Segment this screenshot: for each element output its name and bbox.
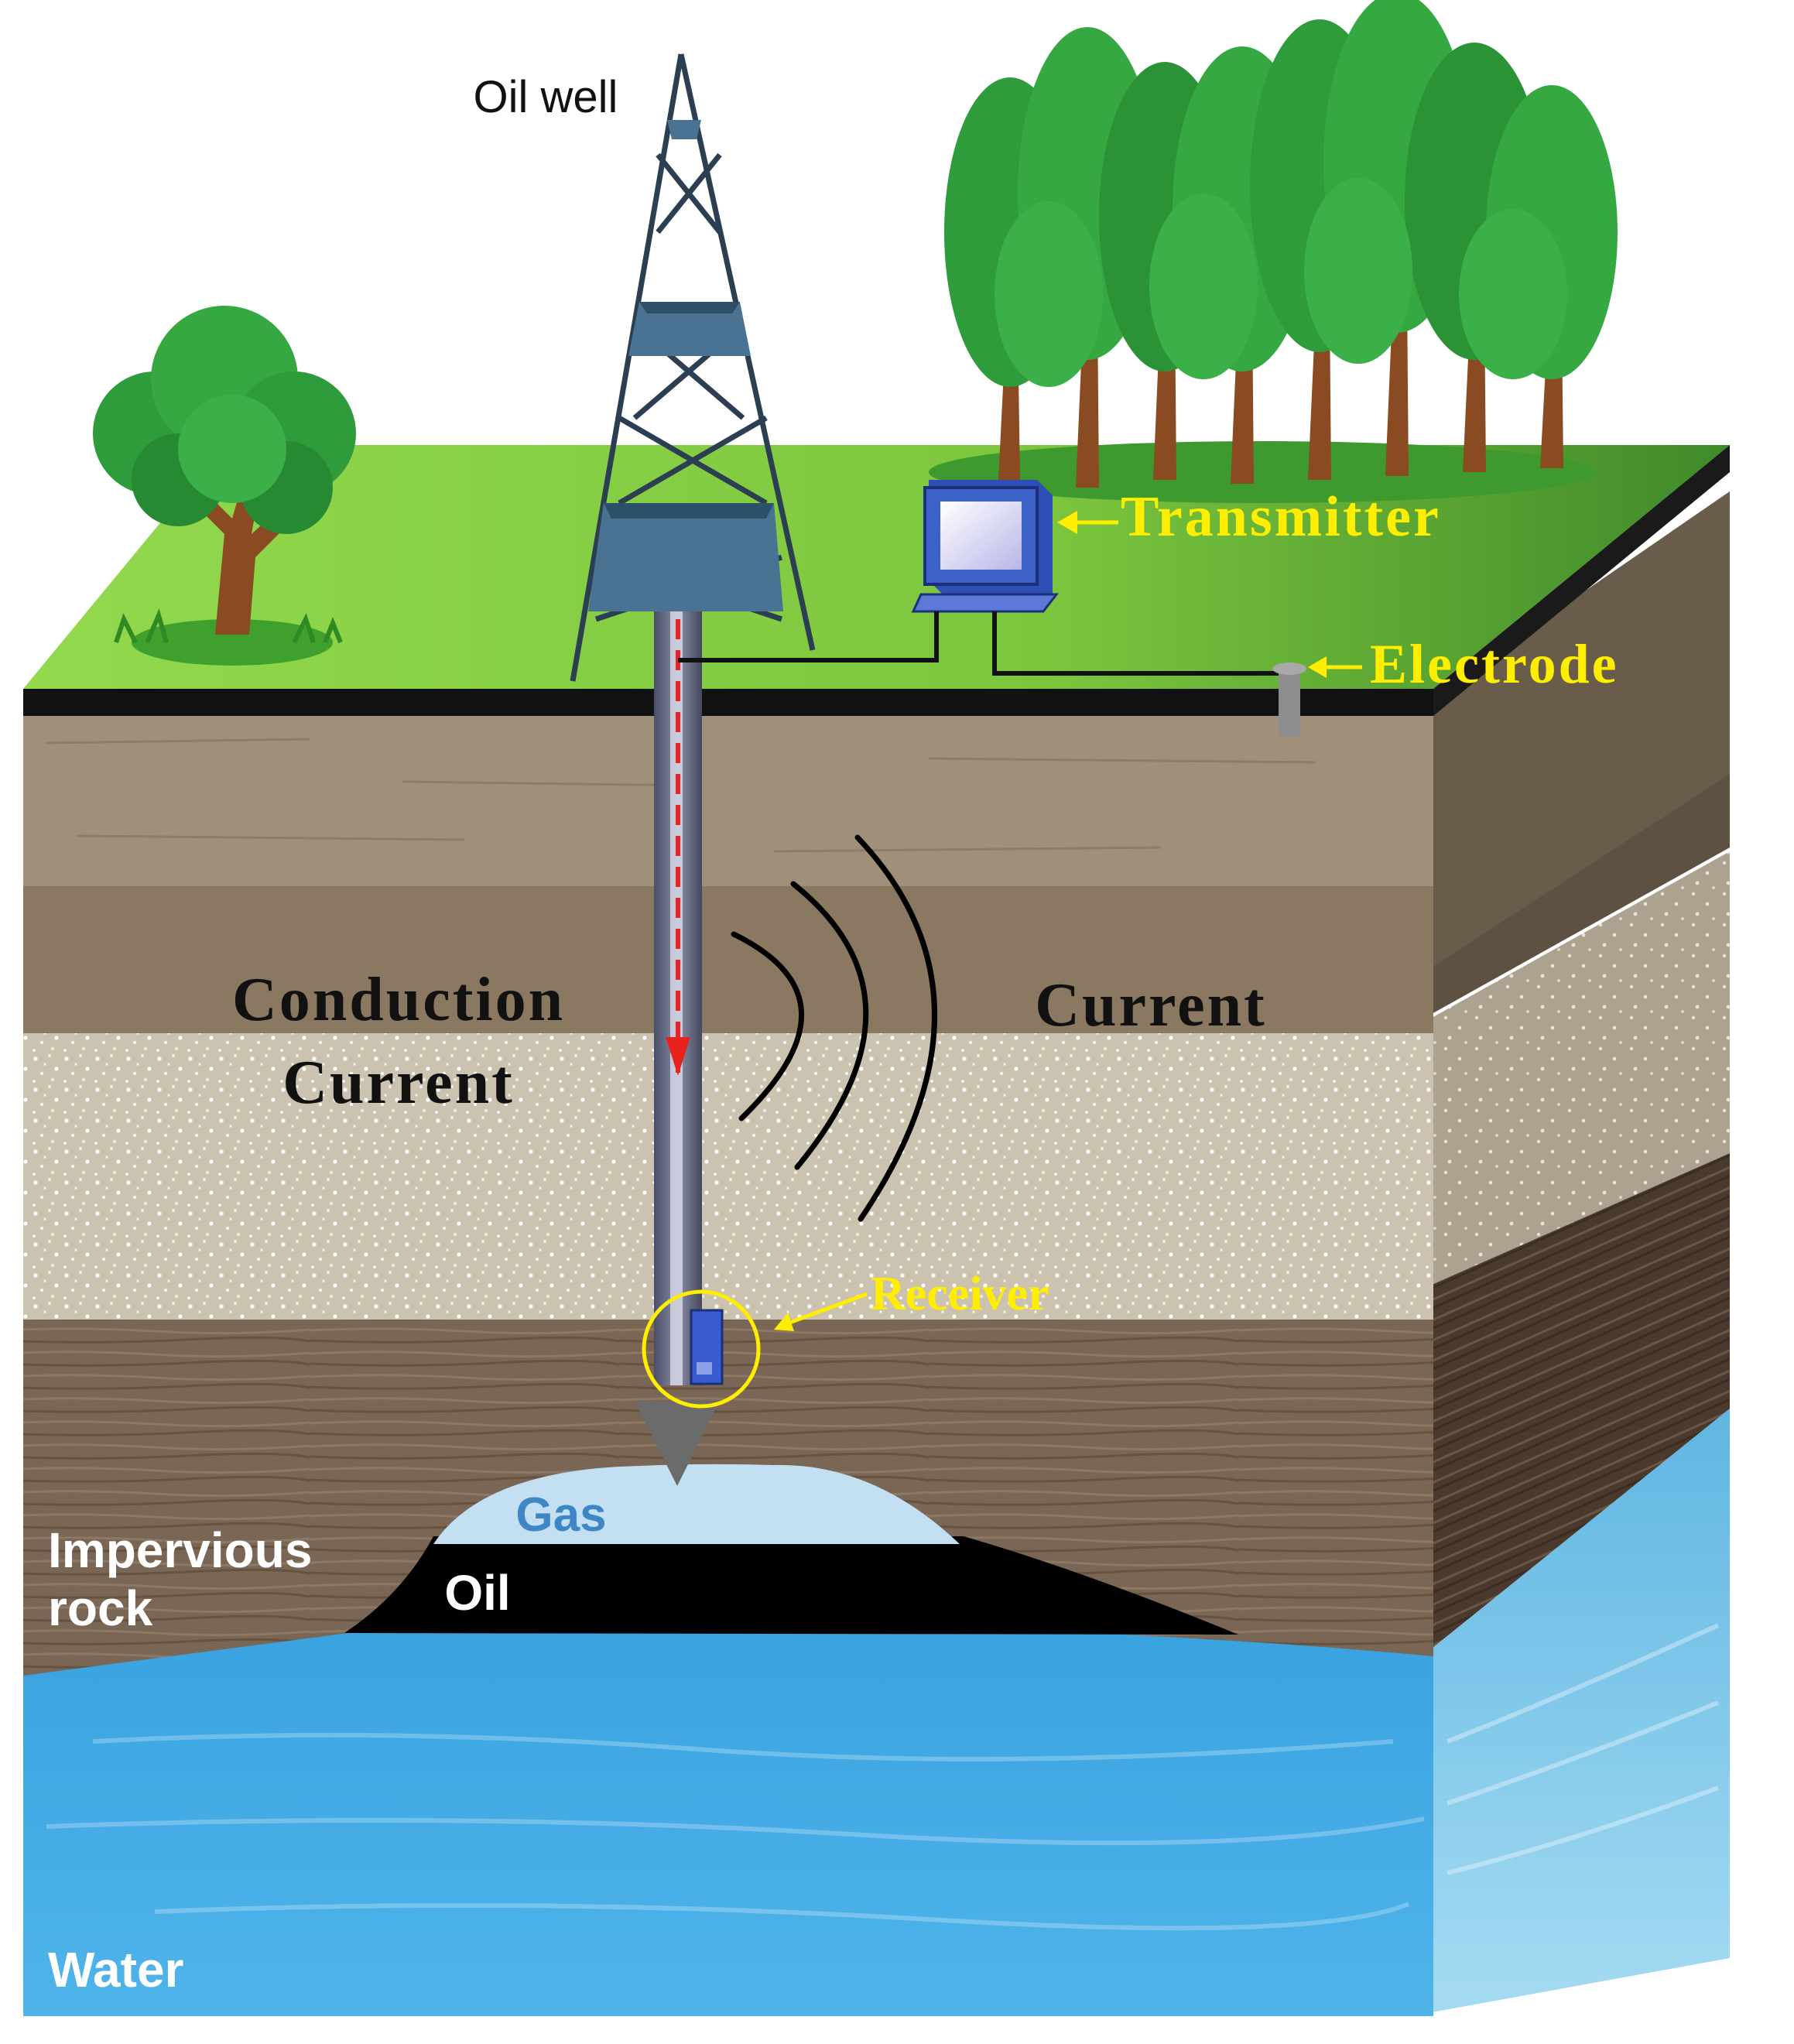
electrode	[1272, 663, 1306, 737]
receiver-device	[642, 1289, 761, 1409]
conduction-current-label-line1: Conduction	[232, 966, 565, 1034]
electrode-arrowhead	[1308, 656, 1327, 678]
cables	[678, 611, 1289, 676]
layer-clay	[23, 886, 1433, 1033]
block-front-face	[23, 700, 1433, 2016]
conduction-current-label-line2: Current	[282, 1049, 514, 1117]
gas-pocket	[433, 1464, 960, 1544]
drill-bit-arrow	[635, 1401, 720, 1486]
impervious-rock-label-line2: rock	[48, 1580, 153, 1636]
current-waves	[731, 834, 937, 1222]
gas-label: Gas	[515, 1488, 606, 1542]
ground-surface	[23, 445, 1730, 716]
oil-pocket	[344, 1536, 1238, 1635]
tree-left	[93, 306, 356, 666]
receiver-label: Receiver	[871, 1268, 1049, 1320]
transmitter-label: Transmitter	[1121, 485, 1441, 549]
oil-well-label: Oil well	[474, 72, 618, 122]
receiver-arrow	[782, 1292, 868, 1327]
reservoir	[344, 1464, 1238, 1635]
block-side-face	[1432, 491, 1730, 2012]
oil-label: Oil	[444, 1565, 510, 1621]
derrick-platforms	[588, 120, 783, 611]
impervious-rock-label-line1: Impervious	[48, 1522, 312, 1578]
transmitter-arrowhead	[1057, 511, 1077, 534]
well-bore	[635, 611, 720, 1486]
receiver-arrowhead	[774, 1313, 794, 1331]
water-label: Water	[48, 1942, 183, 1998]
label-arrows	[774, 511, 1362, 1331]
electrode-label: Electrode	[1370, 633, 1619, 695]
transmitter-computer	[911, 480, 1060, 613]
layer-sandstone	[23, 1033, 1433, 1320]
layer-topsoil	[23, 700, 1433, 886]
water-body	[23, 1625, 1433, 2016]
current-label: Current	[1035, 971, 1266, 1039]
receiver-highlight-circle	[642, 1289, 761, 1409]
forest	[929, 0, 1618, 503]
current-arrow-down	[666, 1037, 690, 1076]
